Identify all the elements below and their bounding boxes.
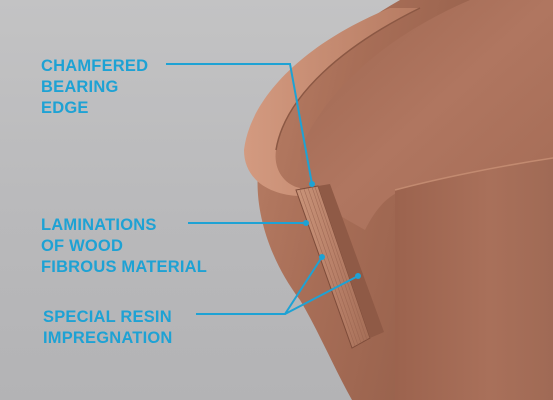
callout-laminations: LAMINATIONS OF WOOD FIBROUS MATERIAL bbox=[41, 215, 207, 278]
leader-dot-chamfer bbox=[309, 181, 315, 187]
cutaway-front-wall bbox=[395, 158, 553, 400]
leader-dot-laminations bbox=[303, 220, 309, 226]
callout-special-resin: SPECIAL RESIN IMPREGNATION bbox=[43, 307, 173, 349]
leader-dot-resin-1 bbox=[319, 254, 325, 260]
callout-chamfered-bearing-edge: CHAMFERED BEARING EDGE bbox=[41, 56, 148, 119]
leader-dot-resin-2 bbox=[355, 273, 361, 279]
